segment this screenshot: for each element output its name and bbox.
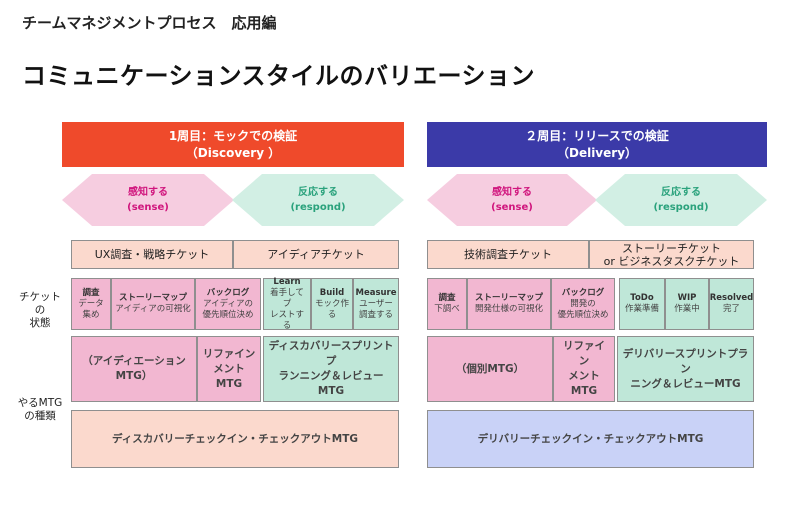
discovery-state-learn: Learn 着手してプ レストする xyxy=(263,277,311,331)
delivery-phase-header: ２周目：リリースでの検証 （Delivery） xyxy=(427,122,767,167)
discovery-respond-diamond xyxy=(232,174,404,226)
discovery-state-research: 調査 データ 集め xyxy=(71,278,111,330)
page-title: コミュニケーションスタイルのバリエーション xyxy=(22,62,536,90)
delivery-state-todo: ToDo 作業準備 xyxy=(619,278,665,330)
discovery-state-backlog: バックログ アイディアの 優先順位決め xyxy=(195,278,261,330)
delivery-state-story-map: ストーリーマップ 開発仕様の可視化 xyxy=(467,278,551,330)
delivery-ticket-type-tech: 技術調査チケット xyxy=(427,240,589,269)
discovery-state-build: Build モック作 る xyxy=(311,278,353,330)
delivery-mtg-sprint-planning-review: デリバリースプリントプラン ニング＆レビューMTG xyxy=(617,336,754,402)
discovery-mtg-refinement: リファイン メントMTG xyxy=(197,336,261,402)
delivery-respond-label: 反応する (respond) xyxy=(653,187,709,213)
delivery-ticket-type-story: ストーリーチケット or ビジネスタスクチケット xyxy=(589,240,754,269)
discovery-mtg-sprint-planning-review: ディスカバリースプリントプ ランニング＆レビューMTG xyxy=(263,336,399,402)
discovery-ticket-type-ux: UX調査・戦略チケット xyxy=(71,240,233,269)
delivery-mtg-refinement: リファイン メントMTG xyxy=(553,336,615,402)
discovery-checkin-checkout-mtg: ディスカバリーチェックイン・チェックアウトMTG xyxy=(71,410,399,468)
delivery-state-backlog: バックログ 開発の 優先順位決め xyxy=(551,278,615,330)
delivery-mtg-individual: （個別MTG） xyxy=(427,336,553,402)
delivery-sense-diamond xyxy=(427,174,597,226)
delivery-state-wip: WIP 作業中 xyxy=(665,278,709,330)
delivery-state-research: 調査 下調べ xyxy=(427,278,467,330)
discovery-state-story-map: ストーリーマップ アイディアの可視化 xyxy=(111,278,195,330)
discovery-respond-label: 反応する (respond) xyxy=(290,187,346,213)
discovery-sense-label: 感知する (sense) xyxy=(127,187,169,213)
discovery-state-measure: Measure ユーザー 調査する xyxy=(353,278,399,330)
discovery-phase-header: 1周目：モックでの検証 （Discovery ） xyxy=(62,122,404,167)
delivery-sense-label: 感知する (sense) xyxy=(491,187,533,213)
delivery-respond-diamond xyxy=(595,174,767,226)
discovery-mtg-ideation: （アイディエーションMTG） xyxy=(71,336,197,402)
discovery-sense-diamond xyxy=(62,174,234,226)
side-label-ticket-state: チケットの 状態 xyxy=(19,291,61,329)
discovery-ticket-type-idea: アイディアチケット xyxy=(233,240,399,269)
page-subtitle: チームマネジメントプロセス 応用編 xyxy=(22,14,277,32)
side-label-mtg-types: やるMTG の種類 xyxy=(17,397,63,422)
delivery-state-resolved: Resolved 完了 xyxy=(709,278,754,330)
delivery-checkin-checkout-mtg: デリバリーチェックイン・チェックアウトMTG xyxy=(427,410,754,468)
